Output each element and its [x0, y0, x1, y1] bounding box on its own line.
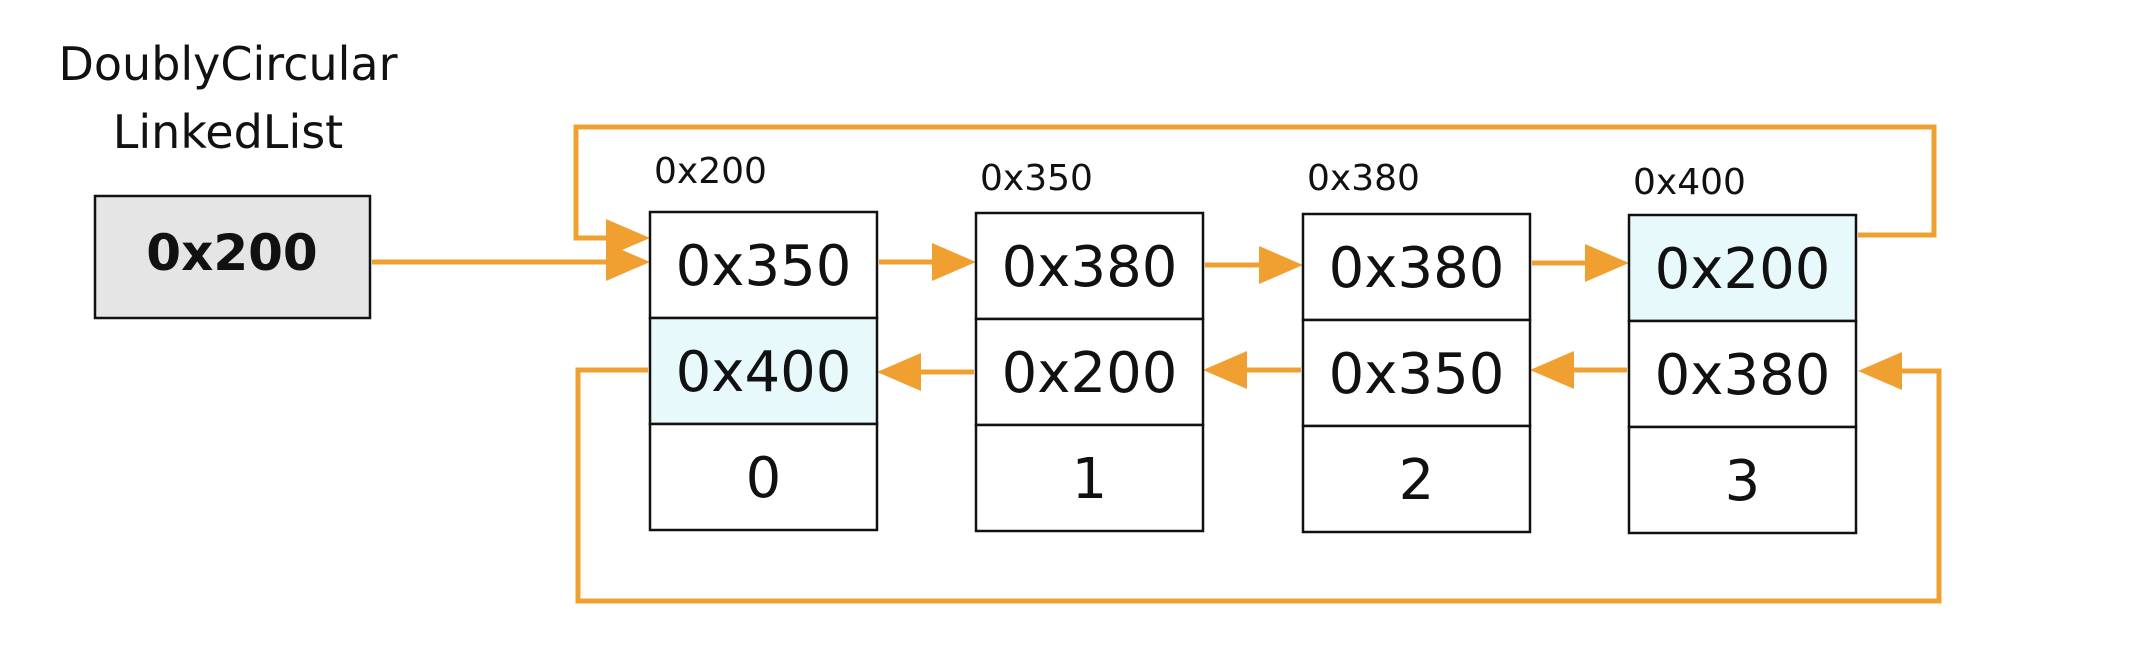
- node-next-cell-box: [1627, 213, 1858, 323]
- node-prev-cell-box: [1301, 318, 1532, 428]
- list-title-line-2: LinkedList: [113, 105, 343, 159]
- circular-next-arrowhead: [606, 219, 650, 257]
- node-prev-cell-text: 0x400: [676, 340, 852, 405]
- head-pointer-box: [93, 194, 372, 320]
- next-arrowhead: [1585, 244, 1629, 282]
- node-next-cell-text: 0x380: [1002, 235, 1178, 300]
- prev-arrowhead: [877, 353, 921, 391]
- node-value-cell-box: [1627, 425, 1858, 535]
- circular-prev-arrowhead: [1858, 352, 1902, 390]
- list-node: 0x350 0x380 0x200 1: [974, 158, 1205, 533]
- node-value-cell-text: 1: [1072, 447, 1108, 512]
- node-value-cell-text: 3: [1725, 449, 1761, 514]
- next-arrowhead: [1259, 246, 1303, 284]
- node-next-cell-text: 0x200: [1655, 237, 1831, 302]
- node-value-cell-box: [648, 422, 879, 532]
- list-title-line-1: DoublyCircular: [58, 37, 397, 91]
- node-prev-cell-box: [648, 316, 879, 426]
- node-prev-cell-text: 0x200: [1002, 341, 1178, 406]
- head-pointer-arrowhead: [606, 243, 650, 281]
- node-address-label: 0x200: [654, 151, 767, 192]
- node-prev-cell-text: 0x380: [1655, 343, 1831, 408]
- pointer-arrows: [372, 124, 1942, 604]
- node-prev-cell-box: [1627, 319, 1858, 429]
- node-next-cell-box: [974, 211, 1205, 321]
- node-next-cell-text: 0x350: [676, 234, 852, 299]
- node-value-cell-box: [974, 423, 1205, 533]
- node-value-cell-text: 2: [1399, 448, 1435, 513]
- node-value-cell-text: 0: [746, 446, 782, 511]
- node-next-cell-box: [648, 210, 879, 320]
- head-pointer-value: 0x200: [146, 224, 317, 282]
- circular-prev-line: [575, 367, 1942, 604]
- node-address-label: 0x400: [1633, 162, 1746, 203]
- list-node: 0x200 0x350 0x400 0: [648, 151, 879, 532]
- list-node: 0x400 0x200 0x380 3: [1627, 162, 1858, 535]
- node-list: 0x2000x3500x40000x3500x3800x20010x3800x3…: [648, 151, 1858, 535]
- prev-arrowhead: [1203, 351, 1247, 389]
- node-value-cell-box: [1301, 424, 1532, 534]
- node-next-cell-text: 0x380: [1329, 236, 1505, 301]
- node-address-label: 0x350: [980, 158, 1093, 199]
- next-arrowhead: [932, 243, 976, 281]
- node-prev-cell-text: 0x350: [1329, 342, 1505, 407]
- list-node: 0x380 0x380 0x350 2: [1301, 158, 1532, 534]
- node-prev-cell-box: [974, 317, 1205, 427]
- circular-next-line: [573, 124, 1937, 241]
- prev-arrowhead: [1530, 351, 1574, 389]
- node-address-label: 0x380: [1307, 158, 1420, 199]
- node-next-cell-box: [1301, 212, 1532, 322]
